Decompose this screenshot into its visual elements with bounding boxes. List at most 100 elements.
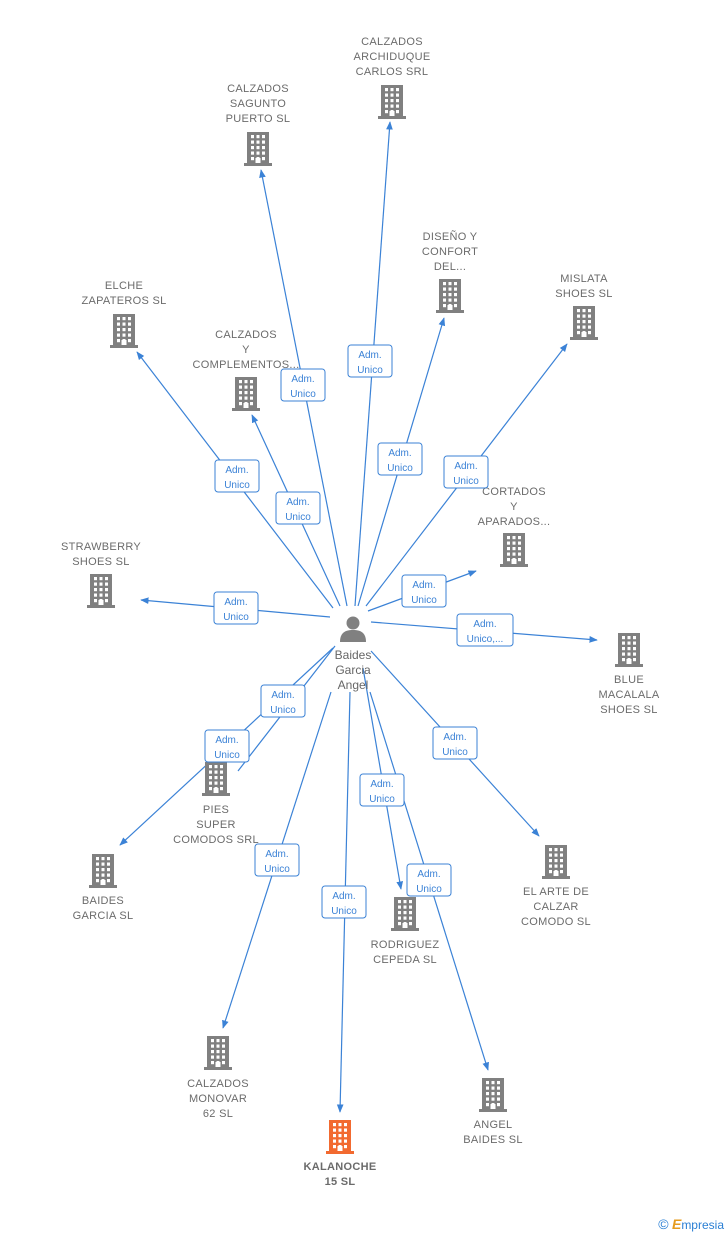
company-label-line: CARLOS SRL <box>356 66 429 78</box>
company-label-line: CORTADOS <box>482 486 546 498</box>
edge-label-el-arte-de-calzar[interactable]: Adm.Unico <box>432 726 478 760</box>
edge-label-line: Unico <box>285 512 311 523</box>
edge-label-line: Adm. <box>417 869 440 880</box>
brand-watermark: © Empresia <box>658 1216 724 1232</box>
building-icon <box>202 762 230 796</box>
edge-label-angel-baides[interactable]: Adm. Unico <box>406 863 452 897</box>
edge-label-mislata-shoes[interactable]: Adm.Unico <box>443 455 489 489</box>
edge-label-line: Adm. <box>358 350 381 361</box>
edge-label-calzados-complementos[interactable]: Adm.Unico <box>275 491 321 525</box>
edge-label-strawberry-shoes[interactable]: Adm.Unico <box>213 591 259 625</box>
edge-label-line: Unico <box>411 595 437 606</box>
company-label-line: COMPLEMENTOS... <box>193 359 300 371</box>
edge-label-calzados-archiduque[interactable]: Adm. Unico <box>347 344 393 378</box>
company-node-mislata-shoes[interactable]: MISLATA SHOES SL <box>555 273 612 340</box>
company-label-line: CONFORT <box>422 246 478 258</box>
company-label-line: SHOES SL <box>555 288 612 300</box>
edge-label-line: Adm. <box>370 779 393 790</box>
edges-layer <box>119 121 598 1113</box>
edge-label-calzados-sagunto[interactable]: Adm.Unico <box>280 368 326 402</box>
edge-label-line: Unico <box>442 747 468 758</box>
company-label-line: BAIDES <box>82 895 124 907</box>
edge-label-line: Adm. <box>412 580 435 591</box>
company-label-line: 15 SL <box>325 1176 356 1188</box>
company-label-line: MACALALA <box>598 689 659 701</box>
building-icon <box>542 845 570 879</box>
company-label-line: CALZADOS <box>215 329 277 341</box>
company-node-baides-garcia[interactable]: BAIDES GARCIA SL <box>73 854 134 922</box>
edge-label-elche-zapateros[interactable]: Adm. Unico <box>214 459 260 493</box>
building-icon <box>232 377 260 411</box>
company-label-line: DISEÑO Y <box>423 230 478 243</box>
edge-label-line: Adm. <box>225 465 248 476</box>
company-label-line: SHOES SL <box>72 556 129 568</box>
company-node-cortados-aparados[interactable]: CORTADOSYAPARADOS... <box>478 486 551 567</box>
edge-label-line: Adm. <box>265 849 288 860</box>
edge-label-baides-garcia[interactable]: Adm. Unico <box>204 729 250 763</box>
edge-label-line: Unico <box>357 365 383 376</box>
edge-label-kalanoche[interactable]: Adm.Unico <box>321 885 367 919</box>
building-icon <box>500 533 528 567</box>
person-name-line: Baides <box>335 648 372 662</box>
building-icon <box>391 897 419 931</box>
person-name-line: Angel <box>338 678 369 692</box>
company-label-line: MONOVAR <box>189 1093 247 1105</box>
edge-label-line: Adm. <box>473 619 496 630</box>
building-icon <box>87 574 115 608</box>
company-label-line: SAGUNTO <box>230 98 286 110</box>
company-node-elche-zapateros[interactable]: ELCHE ZAPATEROS SL <box>81 280 166 348</box>
company-label-line: BLUE <box>614 674 644 686</box>
company-label-line: ZAPATEROS SL <box>81 295 166 307</box>
brand-name: mpresia <box>681 1218 724 1232</box>
edge-label-rodriguez-cepeda[interactable]: Adm.Unico <box>359 773 405 807</box>
building-icon <box>615 633 643 667</box>
company-label-line: CALZADOS <box>187 1078 249 1090</box>
edge-label-line: Unico <box>264 864 290 875</box>
brand-logo-letter: E <box>671 1216 682 1232</box>
company-label-line: RODRIGUEZ <box>371 939 440 951</box>
edge-label-cortados-aparados[interactable]: Adm. Unico <box>401 574 447 608</box>
edge-label-diseno-confort[interactable]: Adm.Unico <box>377 442 423 476</box>
edge-label-line: Adm. <box>332 891 355 902</box>
building-icon <box>378 85 406 119</box>
edge-label-line: Unico <box>214 750 240 761</box>
edge-label-line: Adm. <box>215 735 238 746</box>
copyright-symbol: © <box>658 1216 669 1232</box>
company-label-line: APARADOS... <box>478 516 551 528</box>
company-label-line: ANGEL <box>474 1119 513 1131</box>
company-label-line: ELCHE <box>105 280 143 292</box>
company-node-calzados-complementos[interactable]: CALZADOS Y COMPLEMENTOS... <box>193 329 300 411</box>
edge-label-line: Adm. <box>271 690 294 701</box>
edge-label-line: Unico,... <box>467 634 504 645</box>
company-label-line: PUERTO SL <box>226 113 291 125</box>
edge-label-calzados-monovar[interactable]: Adm. Unico <box>254 843 300 877</box>
edge-label-blue-macalala[interactable]: Adm. Unico,... <box>456 613 514 647</box>
edge-label-line: Adm. <box>388 448 411 459</box>
building-icon <box>570 306 598 340</box>
company-label-line: CALZAR <box>533 901 578 913</box>
company-label-line: MISLATA <box>560 273 608 285</box>
edge-label-line: Adm. <box>454 461 477 472</box>
edge-label-line: Unico <box>224 480 250 491</box>
company-label-line: GARCIA SL <box>73 910 134 922</box>
company-node-diseno-confort[interactable]: DISEÑO YCONFORTDEL... <box>422 230 478 313</box>
edge-label-pies-super-comodos[interactable]: Adm.Unico <box>260 684 306 718</box>
building-icon <box>479 1078 507 1112</box>
company-label-line: COMODOS SRL <box>173 834 259 846</box>
company-label-line: Y <box>242 344 250 356</box>
edge-label-line: Unico <box>416 884 442 895</box>
building-icon <box>204 1036 232 1070</box>
